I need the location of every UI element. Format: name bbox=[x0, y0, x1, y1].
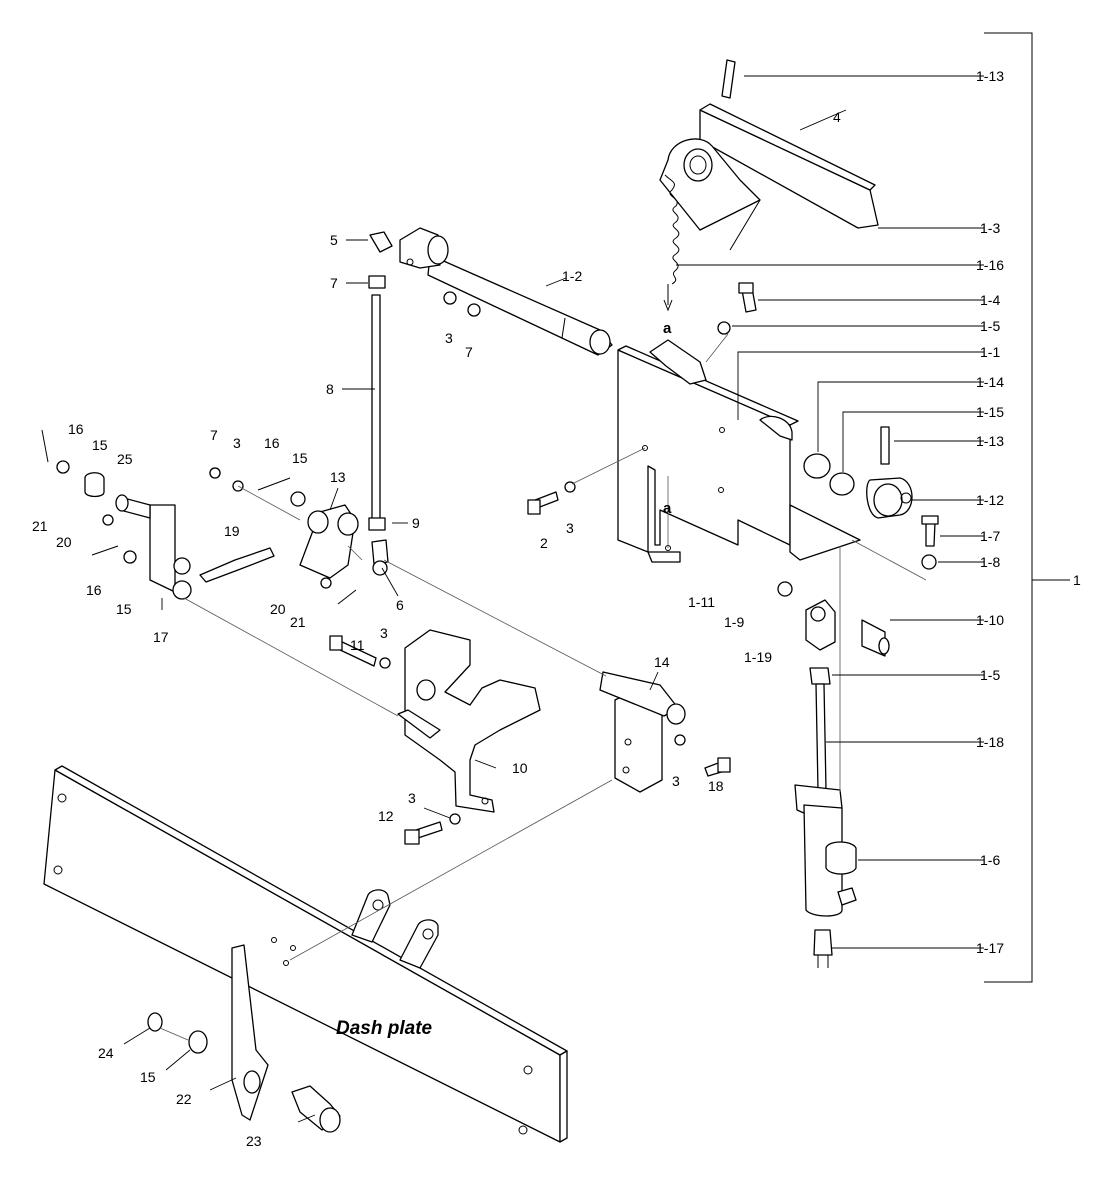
label-15-mid: 15 bbox=[292, 450, 308, 466]
callout-labels: 1-13 1-3 1-16 1-4 1-5 1-1 1-14 1-15 1-13… bbox=[32, 68, 1081, 1149]
dash-plate-label: Dash plate bbox=[336, 1018, 433, 1039]
label-1-5: 1-5 bbox=[980, 318, 1000, 334]
rod bbox=[368, 231, 393, 576]
label-1-1: 1-1 bbox=[980, 344, 1000, 360]
label-1-19: 1-19 bbox=[744, 649, 772, 665]
label-6: 6 bbox=[396, 597, 404, 613]
label-11: 11 bbox=[350, 637, 365, 653]
label-1-16: 1-16 bbox=[976, 257, 1004, 273]
label-4: 4 bbox=[833, 109, 841, 125]
label-1-2: 1-2 bbox=[562, 268, 582, 284]
alignment-lines bbox=[159, 333, 927, 1041]
label-1-14: 1-14 bbox=[976, 374, 1004, 390]
label-21-left: 21 bbox=[32, 518, 48, 534]
label-1-13-top: 1-13 bbox=[976, 68, 1004, 84]
label-7-left: 7 bbox=[210, 427, 218, 443]
label-10: 10 bbox=[512, 760, 528, 776]
label-7-top: 7 bbox=[465, 344, 473, 360]
label-3-mid: 3 bbox=[566, 520, 574, 536]
label-23: 23 bbox=[246, 1133, 262, 1149]
label-20-mid: 20 bbox=[270, 601, 286, 617]
bracket-10 bbox=[397, 629, 541, 813]
label-1-13: 1-13 bbox=[976, 433, 1004, 449]
label-1-15: 1-15 bbox=[976, 404, 1004, 420]
label-25: 25 bbox=[117, 451, 133, 467]
label-1-6: 1-6 bbox=[980, 852, 1000, 868]
label-1-11: 1-11 bbox=[688, 594, 715, 610]
leader-lines bbox=[123, 75, 984, 1123]
label-20-left: 20 bbox=[56, 534, 72, 550]
label-1-7: 1-7 bbox=[980, 528, 1000, 544]
label-16-left: 16 bbox=[68, 421, 84, 437]
label-1-5-lower: 1-5 bbox=[980, 667, 1000, 683]
label-1-9: 1-9 bbox=[724, 614, 744, 630]
label-14: 14 bbox=[654, 654, 670, 670]
label-8: 8 bbox=[326, 381, 334, 397]
label-7: 7 bbox=[330, 275, 338, 291]
bracket-14 bbox=[599, 671, 686, 793]
right-assembly bbox=[717, 282, 939, 968]
pedal bbox=[659, 59, 879, 251]
label-15-bottom: 15 bbox=[140, 1069, 156, 1085]
label-15-left: 15 bbox=[92, 437, 108, 453]
label-12: 12 bbox=[378, 808, 394, 824]
return-spring bbox=[663, 174, 680, 312]
label-3-bolt11: 3 bbox=[380, 625, 388, 641]
bolts bbox=[209, 291, 731, 845]
label-5: 5 bbox=[330, 232, 338, 248]
label-1-8: 1-8 bbox=[980, 554, 1000, 570]
label-16-mid: 16 bbox=[264, 435, 280, 451]
label-1-10: 1-10 bbox=[976, 612, 1004, 628]
label-16-lower: 16 bbox=[86, 582, 102, 598]
assembly-bracket bbox=[984, 32, 1070, 983]
label-1-3: 1-3 bbox=[980, 220, 1000, 236]
label-3-bracket14: 3 bbox=[672, 773, 680, 789]
label-1-17: 1-17 bbox=[976, 940, 1004, 956]
label-22: 22 bbox=[176, 1091, 192, 1107]
label-3-bolt12: 3 bbox=[408, 790, 416, 806]
label-17: 17 bbox=[153, 629, 169, 645]
label-9: 9 bbox=[412, 515, 420, 531]
label-3-top: 3 bbox=[445, 330, 453, 346]
label-a-lower: a bbox=[663, 500, 672, 517]
label-1-12: 1-12 bbox=[976, 492, 1004, 508]
label-24: 24 bbox=[98, 1045, 114, 1061]
label-18: 18 bbox=[708, 778, 724, 794]
main-support-plate bbox=[617, 339, 861, 563]
cross-shaft bbox=[399, 227, 613, 356]
label-assembly: 1 bbox=[1073, 572, 1081, 588]
label-15-lower: 15 bbox=[116, 601, 132, 617]
label-3-left: 3 bbox=[233, 435, 241, 451]
label-19: 19 bbox=[224, 523, 240, 539]
label-1-4: 1-4 bbox=[980, 292, 1000, 308]
left-linkage bbox=[41, 429, 359, 605]
label-2: 2 bbox=[540, 535, 548, 551]
label-21-mid: 21 bbox=[290, 614, 306, 630]
lower-pedal-parts bbox=[147, 944, 341, 1133]
dash-plate: Dash plate bbox=[43, 765, 568, 1143]
label-1-18: 1-18 bbox=[976, 734, 1004, 750]
label-a-top: a bbox=[663, 320, 672, 337]
label-13: 13 bbox=[330, 469, 346, 485]
